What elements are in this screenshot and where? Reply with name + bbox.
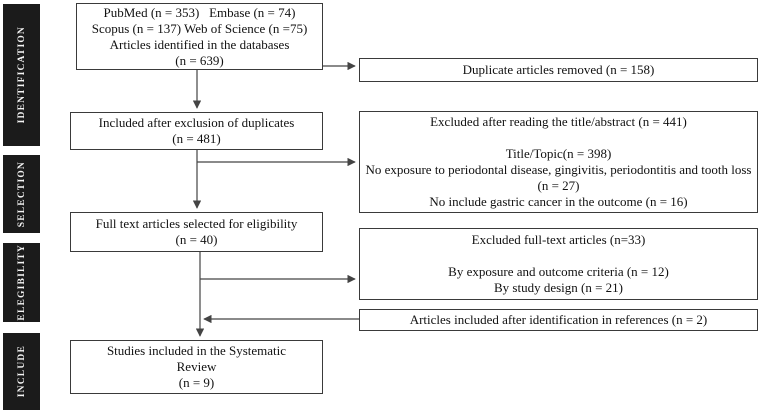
phase-bar-selection: SELECTION [3, 155, 40, 233]
box-excluded-title-abstract: Excluded after reading the title/abstrac… [359, 111, 758, 213]
phase-bar-include: INCLUDE [3, 333, 40, 410]
box-included-after-duplicates: Included after exclusion of duplicates (… [70, 112, 323, 150]
box-fulltext-selected-text: Full text articles selected for eligibil… [95, 216, 298, 247]
box-duplicates-removed: Duplicate articles removed (n = 158) [359, 58, 758, 82]
box-included-after-duplicates-text: Included after exclusion of duplicates (… [98, 115, 295, 146]
phase-bar-identification: IDENTIFICATION [3, 4, 40, 146]
box-included-from-references: Articles included after identification i… [359, 309, 758, 331]
box-articles-identified: PubMed (n = 353) Embase (n = 74) Scopus … [76, 3, 323, 70]
phase-label-selection: SELECTION [16, 160, 27, 228]
box-excluded-fulltext-text: Excluded full-text articles (n=33) By ex… [448, 232, 669, 295]
box-included-from-references-text: Articles included after identification i… [409, 312, 708, 327]
box-fulltext-selected: Full text articles selected for eligibil… [70, 212, 323, 252]
box-articles-identified-text: PubMed (n = 353) Embase (n = 74) Scopus … [91, 4, 308, 68]
box-duplicates-removed-text: Duplicate articles removed (n = 158) [462, 62, 655, 77]
box-excluded-fulltext: Excluded full-text articles (n=33) By ex… [359, 228, 758, 300]
phase-label-include: INCLUDE [16, 345, 27, 398]
box-studies-included-text: Studies included in the Systematic Revie… [106, 343, 287, 390]
box-studies-included: Studies included in the Systematic Revie… [70, 340, 323, 394]
box-excluded-title-abstract-text: Excluded after reading the title/abstrac… [365, 114, 752, 209]
phase-label-eligibility: ELEGIBILITY [16, 244, 27, 321]
phase-label-identification: IDENTIFICATION [16, 26, 27, 124]
phase-bar-eligibility: ELEGIBILITY [3, 243, 40, 322]
